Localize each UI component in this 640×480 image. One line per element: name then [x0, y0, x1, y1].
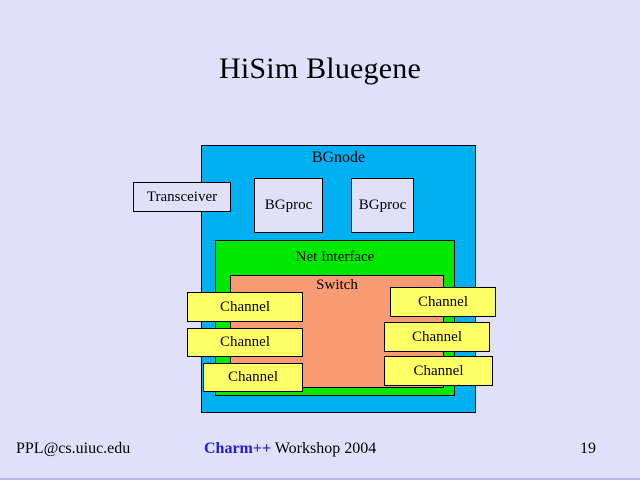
footer-page-number: 19 — [580, 440, 596, 457]
channel-box-right-3: Channel — [384, 356, 493, 386]
channel-label-right-2: Channel — [412, 328, 462, 345]
channel-box-right-1: Channel — [390, 287, 496, 317]
footer-brand: Charm++ — [204, 440, 272, 457]
footer-email: PPL@cs.uiuc.edu — [16, 440, 131, 457]
switch-label: Switch — [316, 277, 358, 293]
bgproc-label-1: BGproc — [264, 197, 313, 213]
channel-box-right-2: Channel — [384, 322, 490, 352]
channel-box-left-1: Channel — [187, 292, 303, 322]
bgproc-box-1: BGproc — [254, 178, 323, 233]
bgnode-label: BGnode — [311, 149, 366, 166]
transceiver-label: Transceiver — [146, 188, 218, 205]
slide-footer: PPL@cs.uiuc.edu Charm++ Workshop 2004 19 — [0, 440, 640, 464]
footer-event: Workshop 2004 — [271, 440, 377, 457]
bgproc-box-2: BGproc — [351, 178, 414, 233]
bgproc-label-2: BGproc — [358, 197, 407, 213]
channel-label-left-1: Channel — [220, 298, 270, 315]
channel-box-left-2: Channel — [187, 328, 303, 357]
channel-label-right-3: Channel — [413, 362, 464, 379]
transceiver-box: Transceiver — [133, 182, 231, 212]
net-interface-label: Net Interface — [295, 249, 375, 265]
channel-label-right-1: Channel — [418, 293, 468, 310]
footer-center: Charm++ Workshop 2004 — [204, 440, 376, 458]
channel-label-left-3: Channel — [228, 369, 278, 385]
channel-label-left-2: Channel — [220, 334, 270, 350]
channel-box-left-3: Channel — [203, 363, 303, 392]
page-title: HiSim Bluegene — [219, 52, 421, 85]
